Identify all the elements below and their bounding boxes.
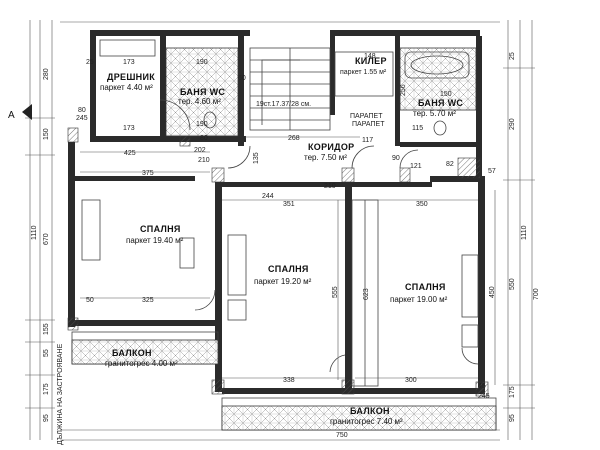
balustrade-line1: ПАРАПЕТ [350,113,383,120]
room-bedroom-right-name: СПАЛНЯ [405,282,446,292]
dim-60: 60 [238,75,246,82]
dim-351: 351 [283,201,295,208]
room-balcony-left-name: БАЛКОН [112,348,152,358]
dim-750: 750 [336,432,348,439]
room-bath-left-name: БАНЯ WC [180,87,225,97]
room-balcony-left-area: гранитогрес 4.00 м² [105,359,178,368]
balconies [71,331,497,431]
dim-210-mid: 210 [324,183,336,190]
dim-45: 45 [478,383,486,390]
room-bath-right-name: БАНЯ WC [418,98,463,108]
left-dim-175: 175 [43,383,50,395]
room-balcony-right-area: гранитогрес 7.40 м² [330,417,403,426]
dim-325: 325 [142,297,154,304]
right-dim-550: 550 [509,278,516,290]
left-dim-95: 95 [43,414,50,422]
right-dimension-labels: 1110 290 550 700 25 95 175 [509,52,540,422]
dim-245-left: 245 [76,115,88,122]
dim-80-left: 80 [78,107,86,114]
left-dim-1110: 1110 [31,225,38,240]
left-dim-150: 150 [43,128,50,140]
section-marker: A [8,104,32,121]
edge-note: ДЪЛЖИНА НА ЗАСТРОЯВАНЕ [57,343,64,445]
room-bedroom-left-name: СПАЛНЯ [140,224,181,234]
room-corridor-name: КОРИДОР [308,142,354,152]
dim-50: 50 [86,297,94,304]
right-dim-175: 175 [509,386,516,398]
dim-350: 350 [416,201,428,208]
right-dim-290: 290 [509,118,516,130]
room-wardrobe-area: паркет 4.40 м² [100,83,153,92]
dim-245-right: 245 [478,393,490,400]
stairs-label: 19ст.17.37/28 см. [256,101,311,108]
left-dim-155: 155 [43,323,50,335]
dim-115: 115 [412,125,423,132]
room-wardrobe-name: ДРЕШНИК [107,72,155,82]
left-dim-670: 670 [43,233,50,245]
dim-202: 202 [194,147,206,154]
dim-135: 135 [253,152,260,164]
room-bedroom-right-area: паркет 19.00 м² [390,295,448,304]
right-dim-25: 25 [509,52,516,60]
dimension-labels: 173 173 190 190 425 375 268 244 351 350 … [76,53,496,439]
bath-right-tiles [399,47,477,111]
interior-dim-lines [80,136,496,385]
right-dim-1110: 1110 [521,225,528,240]
dim-210-left: 210 [198,157,210,164]
dim-173-top: 173 [123,59,135,66]
dim-425: 425 [124,150,136,157]
dim-244: 244 [262,193,274,200]
doors [159,99,479,373]
staircase [249,47,331,131]
left-dim-280: 280 [43,68,50,80]
left-dim-55: 55 [43,349,50,357]
dim-117: 117 [362,137,373,144]
right-dim-700: 700 [533,288,540,300]
dim-375: 375 [142,170,154,177]
dimension-grid [25,20,535,441]
section-marker-label: A [8,110,15,121]
dim-150: 150 [440,91,452,98]
room-bath-right-area: тер. 5.70 м² [413,109,456,118]
dim-148: 148 [364,53,376,60]
dim-623: 623 [363,288,370,300]
dim-450: 450 [489,286,496,298]
room-bedroom-mid-area: паркет 19.20 м² [254,277,312,286]
dim-190-bottom: 190 [196,121,208,128]
balustrade-line2: ПАРАПЕТ [352,121,385,128]
dim-80-mid: 80 [200,135,208,142]
dim-555: 555 [332,286,339,298]
room-bath-left-area: тер. 4.60 м² [178,97,221,106]
dim-82: 82 [446,161,454,168]
room-closet-area: паркет 1.55 м² [340,69,387,76]
dim-25: 25 [86,59,94,66]
dim-173-bottom: 173 [123,125,135,132]
dim-90: 90 [392,155,400,162]
dim-121: 121 [410,163,422,170]
dim-338: 338 [283,377,295,384]
left-dimension-labels: 1110 280 150 670 155 55 175 95 ДЪЛЖИНА Н… [31,68,64,445]
room-closet-name: КИЛЕР [355,56,387,66]
dim-300: 300 [405,377,417,384]
room-bedroom-left-area: паркет 19.40 м² [126,236,184,245]
dim-256: 256 [400,84,407,96]
structural-columns [67,127,489,397]
room-corridor-area: тер. 7.50 м² [304,153,347,162]
room-balcony-right-name: БАЛКОН [350,406,390,416]
room-bedroom-mid-name: СПАЛНЯ [268,264,309,274]
right-dim-95: 95 [509,414,516,422]
dim-268: 268 [288,135,300,142]
dim-190-top: 190 [196,59,208,66]
dim-57: 57 [488,168,496,175]
bath-left-tiles [165,47,239,137]
